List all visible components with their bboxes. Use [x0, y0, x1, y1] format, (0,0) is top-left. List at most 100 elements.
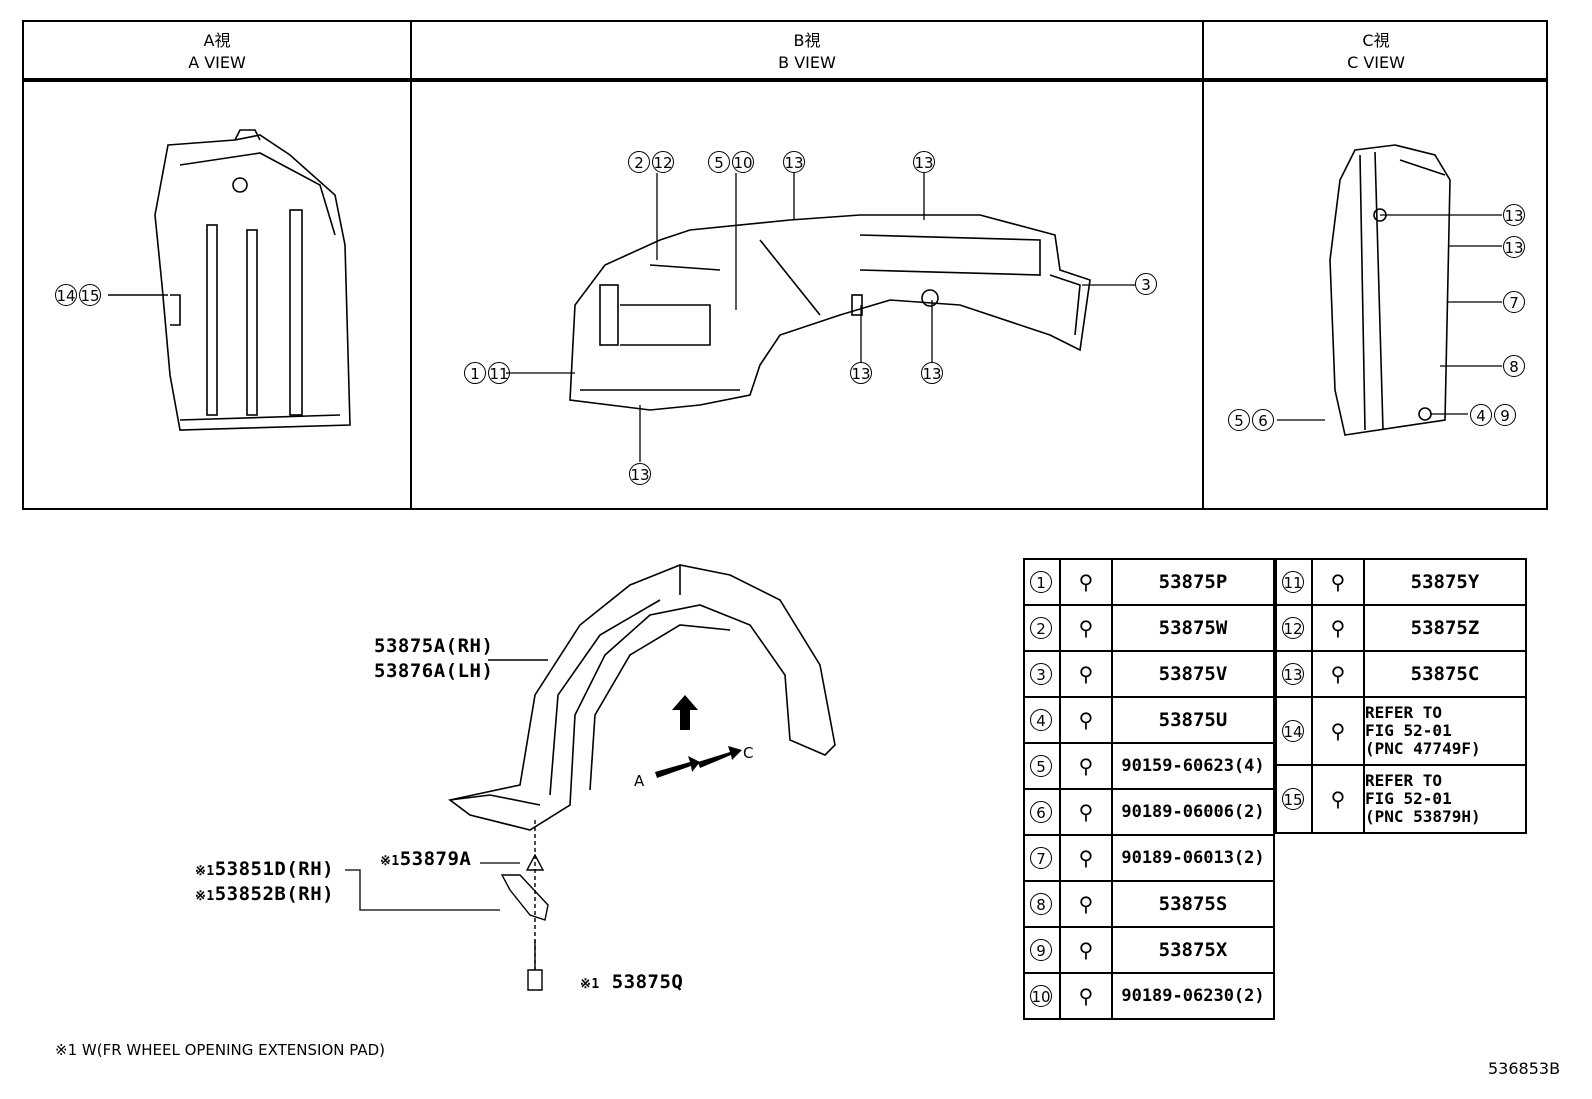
fastener-icon: ⚲ [1059, 972, 1113, 1020]
part-number: 53875Z [1363, 604, 1527, 652]
part-index: 8 [1023, 880, 1061, 928]
wheel-liner-drawing [448, 564, 836, 831]
leader-line [488, 659, 548, 661]
parts-row: 9⚲53875X [1023, 926, 1275, 974]
part-number: 90189-06230(2) [1111, 972, 1275, 1020]
fastener-icon: ⚲ [1059, 558, 1113, 606]
parts-row: 13⚲53875C [1275, 650, 1527, 698]
parts-row: 7⚲90189-06013(2) [1023, 834, 1275, 882]
pad-rh-label: ※153851D(RH) [195, 858, 335, 880]
view-c-header: C視 C VIEW [1204, 22, 1548, 80]
view-b-en: B VIEW [778, 53, 836, 72]
leader-line [108, 294, 168, 296]
fastener-icon: ⚲ [1059, 696, 1113, 744]
fastener-icon: ⚲ [1059, 880, 1113, 928]
parts-row: 4⚲53875U [1023, 696, 1275, 744]
footnote: ※1 W(FR WHEEL OPENING EXTENSION PAD) [55, 1041, 385, 1059]
view-a-jp: A視 [203, 31, 231, 50]
parts-row: 1⚲53875P [1023, 558, 1275, 606]
nut-label: ※153879A [380, 848, 472, 870]
view-b-jp: B視 [793, 31, 821, 50]
view-b-callout-13d: 13 [921, 362, 945, 384]
arrow-a-label: A [634, 772, 645, 790]
part-number: 53875X [1111, 926, 1275, 974]
part-number: 53875S [1111, 880, 1275, 928]
arrow-b-label: B [681, 696, 692, 714]
view-b-callout-13b: 13 [913, 151, 937, 173]
view-divider [1202, 22, 1204, 508]
fastener-icon: ⚲ [1059, 604, 1113, 652]
parts-row: 8⚲53875S [1023, 880, 1275, 928]
part-number: 53875W [1111, 604, 1275, 652]
fastener-icon: ⚲ [1059, 926, 1113, 974]
view-c-callout-7: 7 [1503, 291, 1527, 313]
view-c-leaders [1277, 214, 1502, 421]
part-index: 6 [1023, 788, 1061, 836]
direction-arrows [655, 695, 742, 778]
screw-label: ※1 53875Q [580, 971, 684, 993]
view-c-drawing [1329, 144, 1451, 436]
fastener-icon: ⚲ [1311, 696, 1365, 766]
view-b-header: B視 B VIEW [412, 22, 1202, 80]
part-number: 90189-06006(2) [1111, 788, 1275, 836]
parts-row: 3⚲53875V [1023, 650, 1275, 698]
view-c-callout-13b: 13 [1503, 236, 1527, 258]
view-b-callout-13e: 13 [629, 463, 653, 485]
views-frame: A視 A VIEW B視 B VIEW C視 C VIEW [22, 20, 1548, 510]
view-b-drawing [569, 214, 1091, 411]
figure-id: 536853B [1488, 1059, 1561, 1078]
view-b-leaders [506, 173, 1135, 462]
arrow-c-label: C [743, 744, 754, 762]
part-number: 90189-06013(2) [1111, 834, 1275, 882]
part-index: 1 [1023, 558, 1061, 606]
parts-row: 11⚲53875Y [1275, 558, 1527, 606]
fastener-icon: ⚲ [1059, 742, 1113, 790]
part-index: 10 [1023, 972, 1061, 1020]
pad-fasteners-drawing [500, 820, 549, 991]
fastener-icon: ⚲ [1311, 604, 1365, 652]
parts-row: 12⚲53875Z [1275, 604, 1527, 652]
view-c-en: C VIEW [1347, 53, 1405, 72]
view-c-jp: C視 [1362, 31, 1390, 50]
part-number: 53875V [1111, 650, 1275, 698]
part-index: 2 [1023, 604, 1061, 652]
pad-rh2-label: ※153852B(RH) [195, 883, 335, 905]
fastener-icon: ⚲ [1311, 650, 1365, 698]
fastener-icon: ⚲ [1059, 788, 1113, 836]
liner-lh-label: 53876A(LH) [374, 660, 494, 682]
part-index: 5 [1023, 742, 1061, 790]
fastener-icon: ⚲ [1311, 558, 1365, 606]
parts-row: 10⚲90189-06230(2) [1023, 972, 1275, 1020]
view-divider [410, 22, 412, 508]
part-index: 13 [1275, 650, 1313, 698]
part-number: 53875P [1111, 558, 1275, 606]
part-number: 53875C [1363, 650, 1527, 698]
view-a-header: A視 A VIEW [24, 22, 410, 80]
fastener-icon: ⚲ [1059, 650, 1113, 698]
view-a-en: A VIEW [188, 53, 246, 72]
view-b-callout-3: 3 [1135, 273, 1159, 295]
parts-row: 5⚲90159-60623(4) [1023, 742, 1275, 790]
part-index: 11 [1275, 558, 1313, 606]
part-index: 7 [1023, 834, 1061, 882]
part-index: 15 [1275, 764, 1313, 834]
part-index: 14 [1275, 696, 1313, 766]
part-index: 9 [1023, 926, 1061, 974]
header-rule [24, 80, 1546, 82]
part-number: 53875Y [1363, 558, 1527, 606]
view-a-drawing [154, 129, 351, 431]
part-index: 4 [1023, 696, 1061, 744]
part-number: 90159-60623(4) [1111, 742, 1275, 790]
parts-row: 2⚲53875W [1023, 604, 1275, 652]
view-b-callout-13c: 13 [850, 362, 874, 384]
part-index: 12 [1275, 604, 1313, 652]
